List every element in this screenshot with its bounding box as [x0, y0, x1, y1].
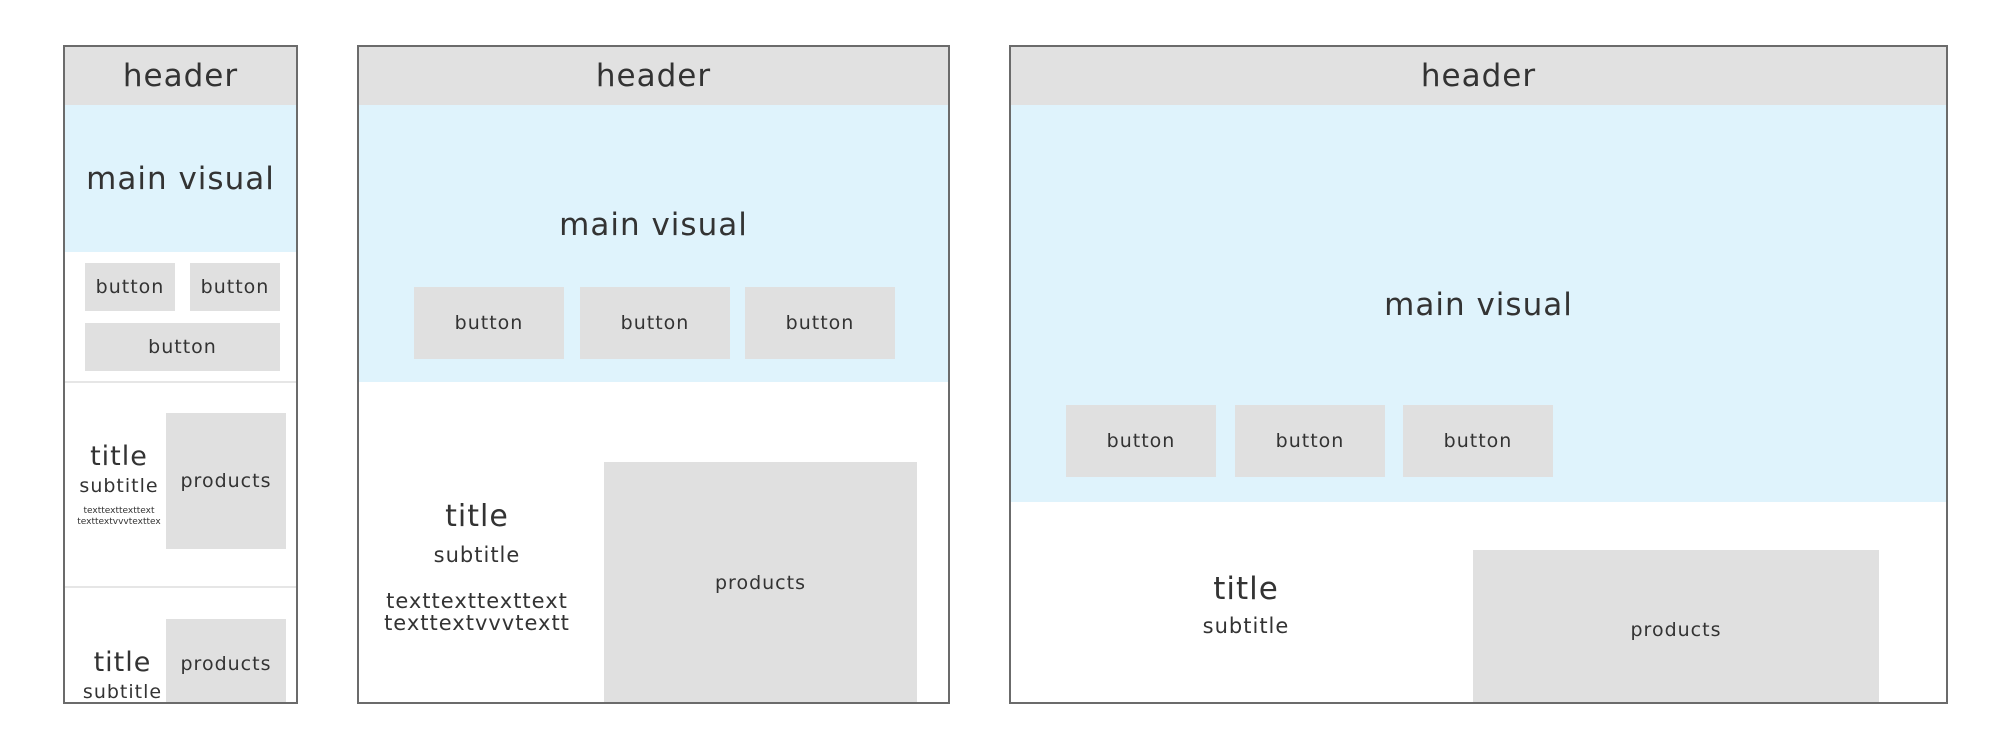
tablet-section-body-text: texttexttexttext texttextvvvtextt: [359, 590, 595, 634]
mobile-button-3[interactable]: button: [85, 323, 280, 371]
mobile-button-1[interactable]: button: [85, 263, 175, 311]
tablet-main-visual-label: main visual: [559, 207, 748, 243]
tablet-header: header: [359, 47, 948, 105]
mobile-divider-2: [65, 586, 296, 588]
tablet-section-title: title: [445, 499, 509, 534]
mobile-divider-1: [65, 381, 296, 383]
mobile-header: header: [65, 47, 296, 105]
desktop-header: header: [1011, 47, 1946, 105]
tablet-button-3[interactable]: button: [745, 287, 895, 359]
desktop-button-2[interactable]: button: [1235, 405, 1385, 477]
tablet-button-1[interactable]: button: [414, 287, 564, 359]
mobile-button-2[interactable]: button: [190, 263, 280, 311]
mobile-section1-subtitle: subtitle: [79, 475, 159, 497]
tablet-button-2[interactable]: button: [580, 287, 730, 359]
mobile-section1-products: products: [166, 413, 286, 549]
desktop-section-title: title: [1213, 571, 1279, 607]
tablet-wireframe: header main visual button button button …: [357, 45, 950, 704]
mobile-section1-title: title: [90, 441, 148, 472]
tablet-section-text-line2: texttextvvvtextt: [384, 611, 570, 635]
mobile-main-visual: main visual: [65, 105, 296, 252]
desktop-main-visual-label: main visual: [1384, 287, 1573, 323]
mobile-wireframe: header main visual button button button …: [63, 45, 298, 704]
mobile-section1-text-line1: texttexttexttext: [83, 506, 155, 516]
mobile-section1-body-text: texttexttexttext texttextvvvtexttex: [65, 506, 173, 528]
desktop-button-1[interactable]: button: [1066, 405, 1216, 477]
tablet-section-subtitle: subtitle: [433, 543, 521, 567]
tablet-section-text-line1: texttexttexttext: [386, 589, 568, 613]
desktop-button-3[interactable]: button: [1403, 405, 1553, 477]
mobile-section2-products: products: [166, 619, 286, 702]
mobile-section1-text-line2: texttextvvvtexttex: [77, 517, 161, 527]
tablet-section-products: products: [604, 462, 917, 702]
tablet-main-visual: main visual button button button: [359, 105, 948, 382]
desktop-main-visual: main visual button button button: [1011, 105, 1946, 502]
mobile-section2-subtitle: subtitle: [82, 681, 163, 703]
desktop-wireframe: header main visual button button button …: [1009, 45, 1948, 704]
mobile-main-visual-label: main visual: [86, 160, 275, 197]
desktop-section-subtitle: subtitle: [1202, 614, 1290, 638]
mobile-section2-title: title: [93, 647, 152, 678]
desktop-section-products: products: [1473, 550, 1879, 702]
